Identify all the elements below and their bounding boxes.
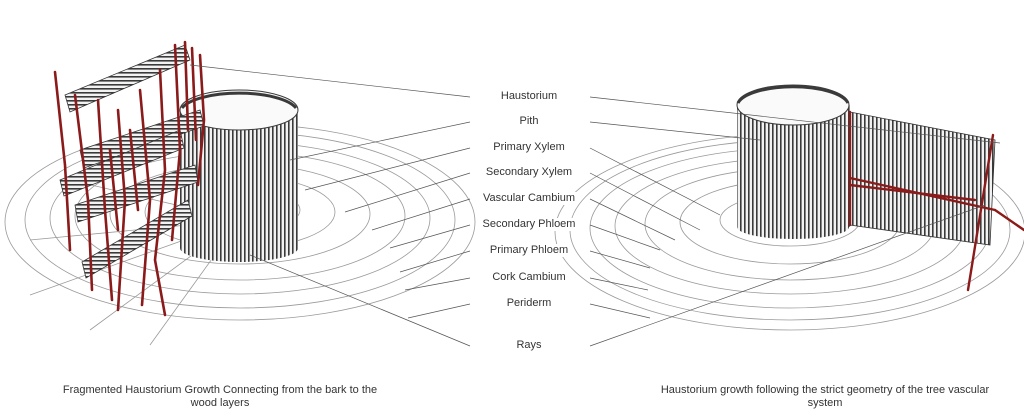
- caption-left: Fragmented Haustorium Growth Connecting …: [62, 384, 378, 409]
- right-trunk-cylinder: [736, 84, 850, 239]
- label-secondary-xylem: Secondary Xylem: [483, 166, 575, 179]
- label-secondary-phloem: Secondary Phloem: [480, 218, 578, 231]
- label-haustorium: Haustorium: [498, 90, 560, 103]
- caption-right: Haustorium growth following the strict g…: [660, 384, 990, 409]
- label-cork-cambium: Cork Cambium: [490, 271, 568, 284]
- label-pith: Pith: [517, 115, 541, 128]
- leader-lines: [189, 64, 1001, 347]
- label-primary-phloem: Primary Phloem: [487, 244, 571, 257]
- label-periderm: Periderm: [504, 297, 554, 310]
- label-rays: Rays: [514, 339, 544, 352]
- right-haustorium-wall: [848, 110, 1024, 292]
- label-vascular-cambium: Vascular Cambium: [480, 192, 578, 205]
- label-primary-xylem: Primary Xylem: [491, 141, 567, 154]
- left-haustorium-strands: [53, 40, 206, 317]
